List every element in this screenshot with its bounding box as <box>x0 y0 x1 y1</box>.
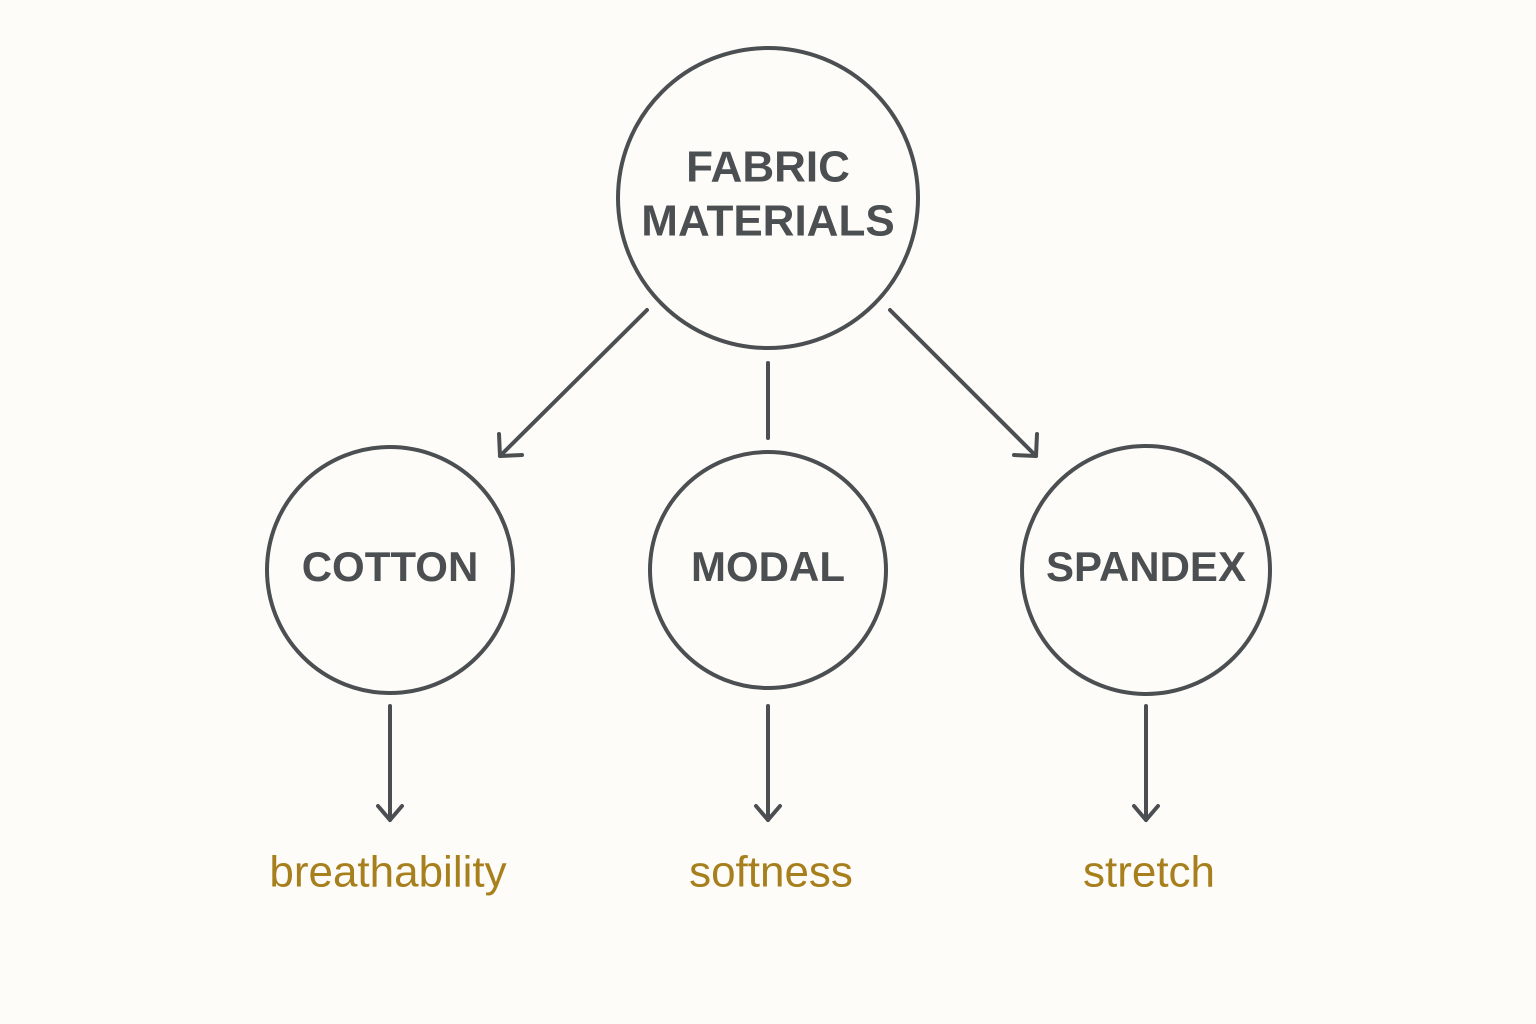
root-edges <box>497 308 1039 458</box>
spandex-node-circle <box>1020 444 1272 696</box>
cotton-node-circle <box>265 445 515 695</box>
modal-node-label: MODAL <box>691 543 845 590</box>
cotton-property-label: breathability <box>269 848 506 897</box>
edge-root-to-spandex <box>888 308 1038 458</box>
edge-root-to-spandex-arrowhead <box>1012 432 1039 458</box>
spandex-property-arrowhead <box>1132 804 1160 822</box>
spandex-node-label: SPANDEX <box>1046 543 1246 590</box>
cotton-property-arrowhead <box>376 804 404 822</box>
root-node: FABRIC MATERIALS <box>616 46 920 350</box>
material-node-spandex: SPANDEX stretch <box>1020 444 1272 897</box>
modal-property-arrowhead <box>754 804 782 822</box>
material-node-cotton: COTTON breathability <box>265 445 515 897</box>
root-node-circle <box>616 46 920 350</box>
modal-property-label: softness <box>689 848 853 897</box>
material-node-modal: MODAL softness <box>648 450 888 897</box>
spandex-property-label: stretch <box>1083 848 1215 897</box>
edge-root-to-cotton-arrowhead <box>497 432 524 458</box>
modal-node-circle <box>648 450 888 690</box>
edge-root-to-cotton <box>498 308 649 458</box>
root-node-label-line1: FABRIC <box>686 143 850 192</box>
root-node-label-line2: MATERIALS <box>641 197 894 246</box>
cotton-node-label: COTTON <box>302 543 479 590</box>
